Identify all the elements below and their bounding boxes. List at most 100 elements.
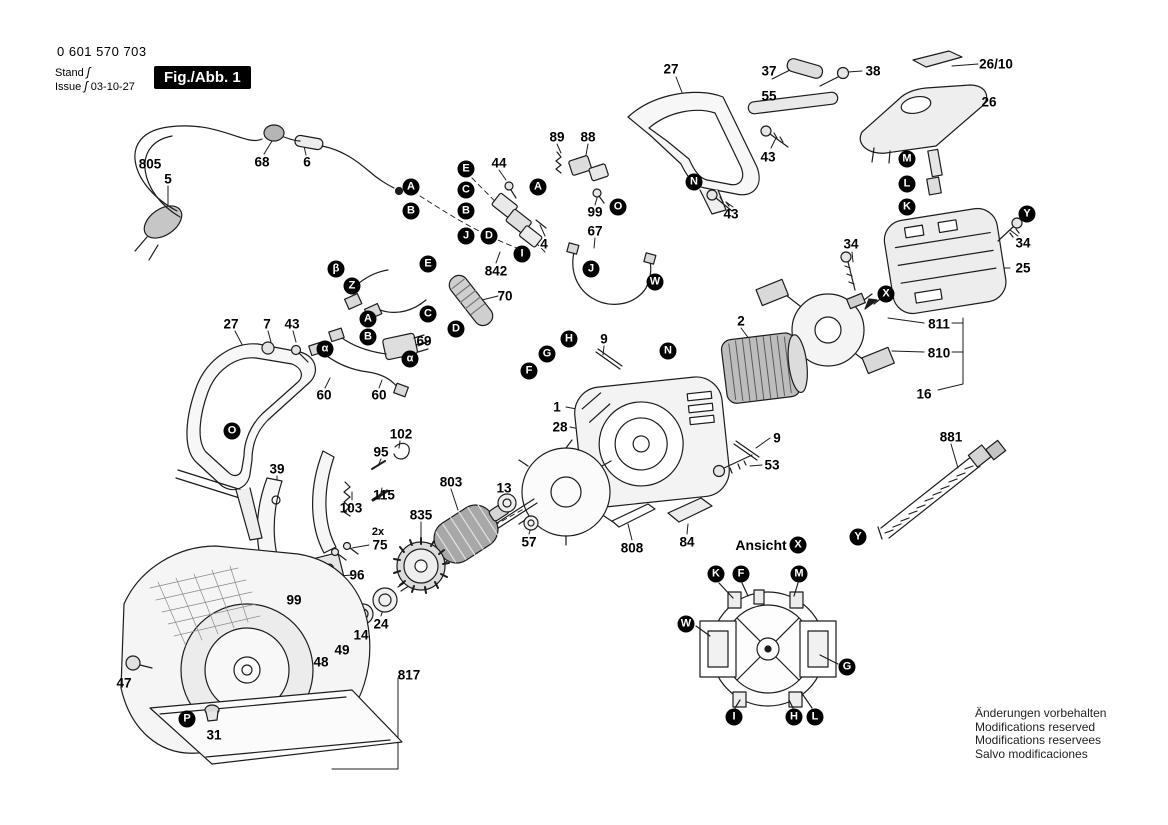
part-label-27: 27 — [663, 61, 679, 77]
callout-W: W — [646, 273, 664, 291]
part-label-89: 89 — [549, 129, 565, 145]
part-label-4: 4 — [540, 236, 548, 252]
part-label-38: 38 — [865, 63, 881, 79]
callout-D: D — [480, 227, 498, 245]
part-label-16: 16 — [916, 386, 932, 402]
callout-L: L — [898, 175, 916, 193]
footer-line: Änderungen vorbehalten — [975, 706, 1107, 720]
callout-F: F — [520, 362, 538, 380]
part-label-9: 9 — [600, 331, 608, 347]
baffle-plate — [518, 439, 614, 546]
callout-W: W — [677, 615, 695, 633]
bracket-70 — [448, 274, 494, 327]
guide-rod — [877, 439, 1007, 540]
callout-E: E — [419, 255, 437, 273]
callout-J: J — [457, 227, 475, 245]
small-fasteners — [595, 348, 760, 528]
part-label-67: 67 — [587, 223, 603, 239]
callout-β: β — [327, 260, 345, 278]
part-label-39: 39 — [269, 461, 285, 477]
part-label-9: 9 — [773, 430, 781, 446]
part-label-70: 70 — [497, 288, 513, 304]
part-label-808: 808 — [620, 540, 644, 556]
terminals — [343, 269, 427, 320]
part-label-27: 27 — [223, 316, 239, 332]
part-label-25: 25 — [1015, 260, 1031, 276]
issue-label: Issue — [55, 81, 82, 93]
part-label-99: 99 — [286, 592, 302, 608]
brush-plate — [755, 278, 895, 375]
gear — [393, 537, 450, 594]
part-label-811: 811 — [928, 316, 950, 332]
part-label-95: 95 — [373, 444, 389, 460]
callout-N: N — [659, 342, 677, 360]
part-label-1: 1 — [553, 399, 561, 415]
part-label-55: 55 — [761, 88, 777, 104]
callout-B: B — [402, 202, 420, 220]
part-label-75: 75 — [372, 537, 388, 553]
part-label-60: 60 — [316, 387, 332, 403]
ansicht-view — [695, 582, 839, 709]
wire-67 — [566, 242, 657, 305]
callout-M: M — [790, 565, 808, 583]
callout-G: G — [838, 658, 856, 676]
part-label-68: 68 — [254, 154, 270, 170]
footer-line: Salvo modificaciones — [975, 746, 1088, 761]
callout-A: A — [359, 310, 377, 328]
part-label-43: 43 — [284, 316, 300, 332]
part-label-84: 84 — [679, 534, 695, 550]
stator — [720, 332, 808, 404]
part-label-24: 24 — [373, 616, 389, 632]
callout-α: α — [401, 350, 419, 368]
part-label-96: 96 — [349, 567, 365, 583]
part-label-881: 881 — [939, 429, 963, 445]
callout-M: M — [898, 150, 916, 168]
callout-K: K — [707, 565, 725, 583]
part-label-26/10: 26/10 — [979, 56, 1013, 72]
part-label-26: 26 — [981, 94, 997, 110]
callout-I: I — [725, 708, 743, 726]
part-label-44: 44 — [491, 155, 507, 171]
part-label-810: 810 — [927, 345, 951, 361]
callout-A: A — [529, 178, 547, 196]
motor-housing — [574, 376, 730, 508]
callout-H: H — [785, 708, 803, 726]
part-label-7: 7 — [263, 316, 271, 332]
callout-Z: Z — [343, 277, 361, 295]
callout-N: N — [685, 173, 703, 191]
part-label-37: 37 — [761, 63, 777, 79]
part-label-103: 103 — [339, 500, 363, 516]
ansicht-label: Ansicht — [735, 537, 787, 553]
part-label-115: 115 — [373, 487, 395, 503]
callout-O: O — [223, 422, 241, 440]
callout-I: I — [513, 245, 531, 263]
power-cord — [134, 124, 404, 261]
part-label-43: 43 — [760, 149, 776, 165]
part-label-43: 43 — [723, 206, 739, 222]
callout-D: D — [447, 320, 465, 338]
callout-B: B — [359, 328, 377, 346]
part-label-48: 48 — [313, 654, 329, 670]
footer-line: Modifications reserved — [975, 719, 1096, 734]
callout-B: B — [457, 202, 475, 220]
callout-P: P — [178, 710, 196, 728]
signature-mark: ʃ — [84, 79, 88, 93]
callout-K: K — [898, 198, 916, 216]
top-handle — [627, 91, 760, 215]
part-label-34: 34 — [1015, 235, 1031, 251]
callout-F: F — [732, 565, 750, 583]
part-label-102: 102 — [389, 426, 413, 442]
part-label-31: 31 — [206, 727, 222, 743]
callout-Y: Y — [1018, 205, 1036, 223]
motor-cap — [883, 207, 1007, 315]
part-label-817: 817 — [397, 667, 421, 683]
rods-and-screws — [706, 58, 850, 212]
callout-H: H — [560, 330, 578, 348]
callout-O: O — [609, 198, 627, 216]
stand-label: Stand — [55, 67, 84, 79]
switch-parts — [491, 181, 547, 248]
